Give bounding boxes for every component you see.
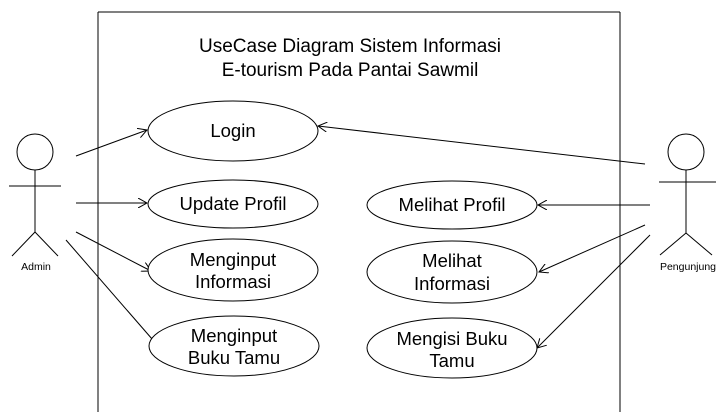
usecase-login: Login <box>147 100 319 162</box>
usecase-mengisi-buku-tamu-line1: Mengisi Buku <box>396 328 507 349</box>
usecase-menginput-buku-tamu: Menginput Buku Tamu <box>148 315 320 377</box>
diagram-title-line2: E-tourism Pada Pantai Sawmil <box>222 60 479 81</box>
usecase-update-profil-label: Update Profil <box>180 193 287 214</box>
usecase-mengisi-buku-tamu: Mengisi Buku Tamu <box>366 317 538 379</box>
usecase-menginput-informasi: Menginput Informasi <box>147 238 319 302</box>
usecase-menginput-buku-tamu-line1: Menginput <box>191 325 277 346</box>
usecase-menginput-informasi-line1: Menginput <box>190 249 276 270</box>
system-boundary <box>97 11 621 412</box>
actor-admin-head <box>16 133 54 171</box>
actor-admin <box>9 133 61 257</box>
usecase-melihat-informasi-line2: Informasi <box>414 273 490 294</box>
assoc-pengunjung-melihat-informasi <box>539 224 646 272</box>
associations <box>65 126 651 348</box>
usecase-mengisi-buku-tamu-line2: Tamu <box>429 350 474 371</box>
actor-pengunjung <box>659 133 716 256</box>
usecase-melihat-profil-label: Melihat Profil <box>399 194 506 215</box>
usecase-update-profil: Update Profil <box>147 179 319 229</box>
assoc-pengunjung-login <box>318 126 646 165</box>
actor-pengunjung-head <box>667 133 705 171</box>
actor-pengunjung-label: Pengunjung <box>660 261 716 273</box>
usecase-melihat-profil: Melihat Profil <box>366 180 538 230</box>
usecase-menginput-informasi-line2: Informasi <box>195 271 271 292</box>
assoc-admin-login <box>75 130 147 157</box>
assoc-admin-menginput-buku-tamu <box>65 239 159 347</box>
usecase-melihat-informasi: Melihat Informasi <box>366 240 538 304</box>
usecase-melihat-informasi-line1: Melihat <box>422 250 482 271</box>
diagram-title-line1: UseCase Diagram Sistem Informasi <box>199 36 501 57</box>
assoc-pengunjung-mengisi-buku-tamu <box>537 234 651 348</box>
usecase-login-label: Login <box>210 120 255 141</box>
assoc-admin-menginput-informasi <box>75 231 151 271</box>
actor-admin-label: Admin <box>21 261 51 273</box>
usecase-menginput-buku-tamu-line2: Buku Tamu <box>188 347 280 368</box>
